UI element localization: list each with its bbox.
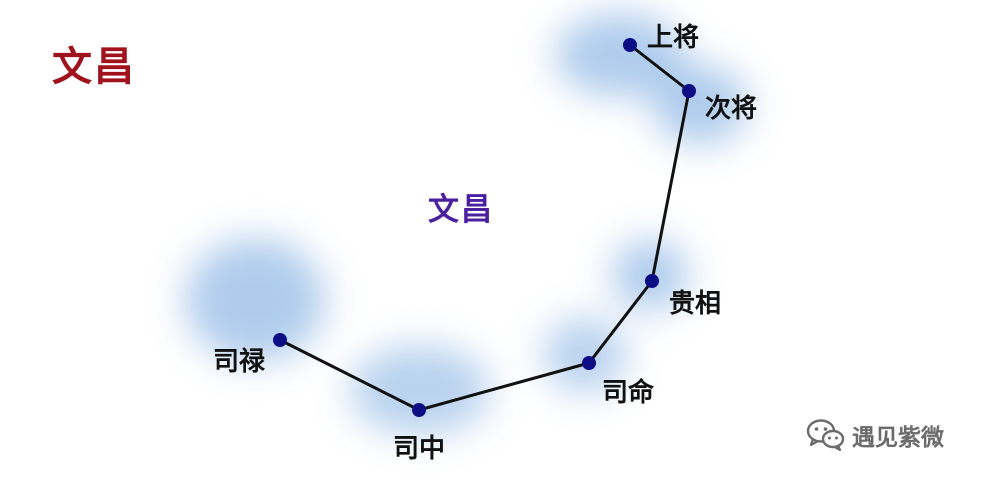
glow-cijiang bbox=[652, 65, 748, 145]
constellation-name-label: 文昌 bbox=[428, 192, 494, 228]
constellation-line bbox=[279, 43, 691, 412]
wechat-icon bbox=[806, 419, 845, 452]
star-label-shanjiang: 上将 bbox=[647, 23, 700, 53]
star-label-sizhong: 司中 bbox=[393, 434, 446, 464]
star-dot-siming bbox=[582, 356, 596, 370]
page-title: 文昌 bbox=[52, 43, 136, 90]
star-dot-silu bbox=[273, 333, 287, 347]
glow-silu bbox=[185, 238, 325, 362]
star-label-siming: 司命 bbox=[602, 378, 655, 408]
star-label-cijiang: 次将 bbox=[705, 94, 758, 124]
star-label-silu: 司禄 bbox=[213, 347, 266, 377]
star-label-guixiang: 贵相 bbox=[669, 289, 722, 319]
glow-shanjiang bbox=[555, 13, 685, 97]
nebula-glow-group bbox=[185, 13, 748, 435]
watermark-text: 遇见紫微 bbox=[852, 425, 944, 451]
star-dot-cijiang bbox=[682, 84, 696, 98]
star-dot-sizhong bbox=[412, 403, 426, 417]
star-dot-guixiang bbox=[645, 274, 659, 288]
star-dot-shanjiang bbox=[623, 38, 637, 52]
watermark: 遇见紫微 bbox=[806, 418, 944, 452]
glow-sizhong bbox=[350, 345, 490, 435]
star-dots bbox=[273, 38, 696, 417]
glow-siming bbox=[543, 317, 627, 393]
